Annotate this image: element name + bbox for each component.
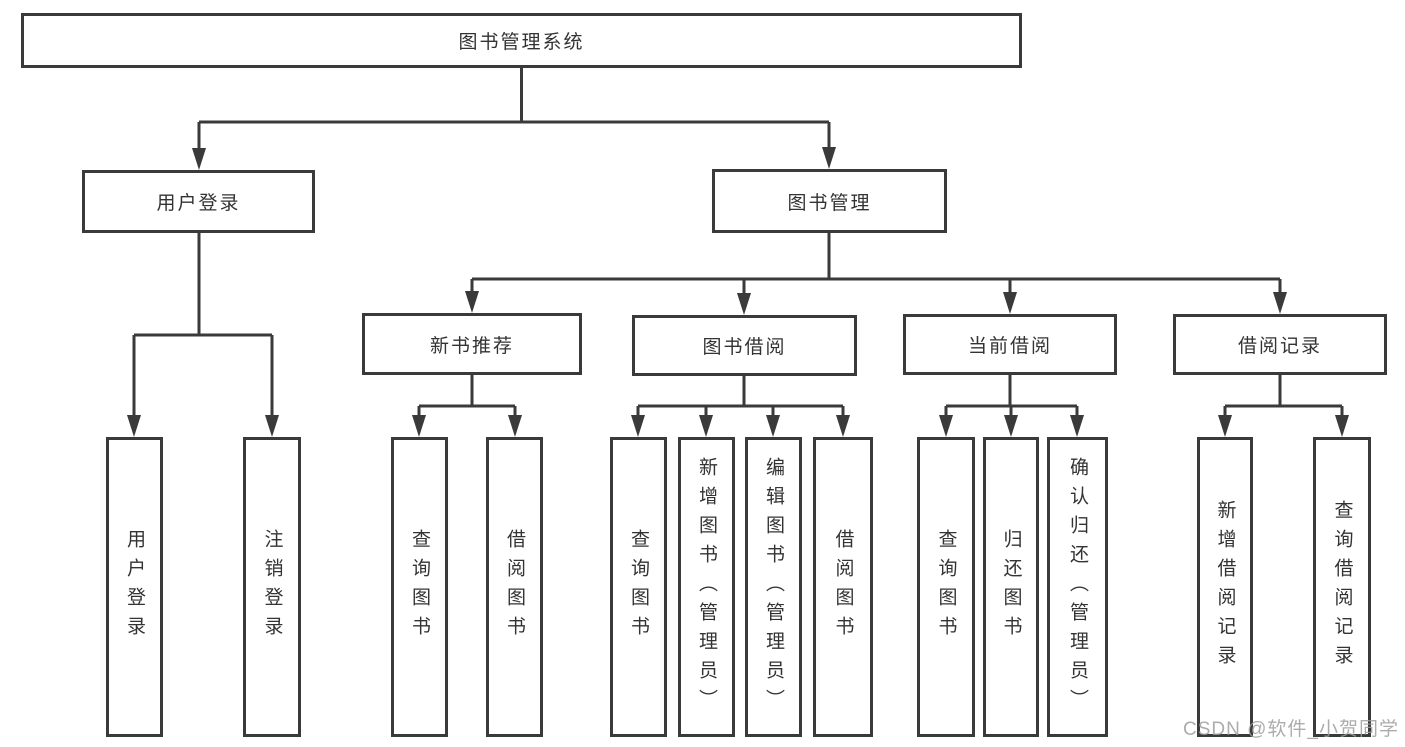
- node-user-login-action: 用户登录: [106, 437, 163, 737]
- node-user-login: 用户登录: [82, 170, 315, 233]
- node-return-books: 归还图书: [983, 437, 1039, 737]
- node-book-management: 图书管理: [712, 169, 947, 233]
- node-borrowing-records: 借阅记录: [1173, 314, 1387, 375]
- node-query-borrow-record: 查询借阅记录: [1313, 437, 1371, 737]
- node-edit-books-admin: 编辑图书（管理员）: [745, 437, 802, 737]
- node-query-books: 查询图书: [391, 437, 448, 737]
- node-confirm-return-admin: 确认归还（管理员）: [1047, 437, 1108, 737]
- node-query-books: 查询图书: [610, 437, 667, 737]
- node-add-books-admin: 新增图书（管理员）: [678, 437, 735, 737]
- node-new-book-recommendation: 新书推荐: [362, 313, 582, 375]
- node-book-borrowing: 图书借阅: [632, 315, 857, 376]
- node-library-management-system: 图书管理系统: [21, 13, 1022, 68]
- node-borrow-books: 借阅图书: [486, 437, 543, 737]
- csdn-watermark: CSDN @软件_小贺同学: [1183, 719, 1399, 740]
- node-logout-action: 注销登录: [243, 437, 301, 737]
- node-current-borrowing: 当前借阅: [903, 314, 1117, 375]
- node-query-books: 查询图书: [917, 437, 975, 737]
- node-borrow-books: 借阅图书: [813, 437, 873, 737]
- node-add-borrow-record: 新增借阅记录: [1197, 437, 1253, 737]
